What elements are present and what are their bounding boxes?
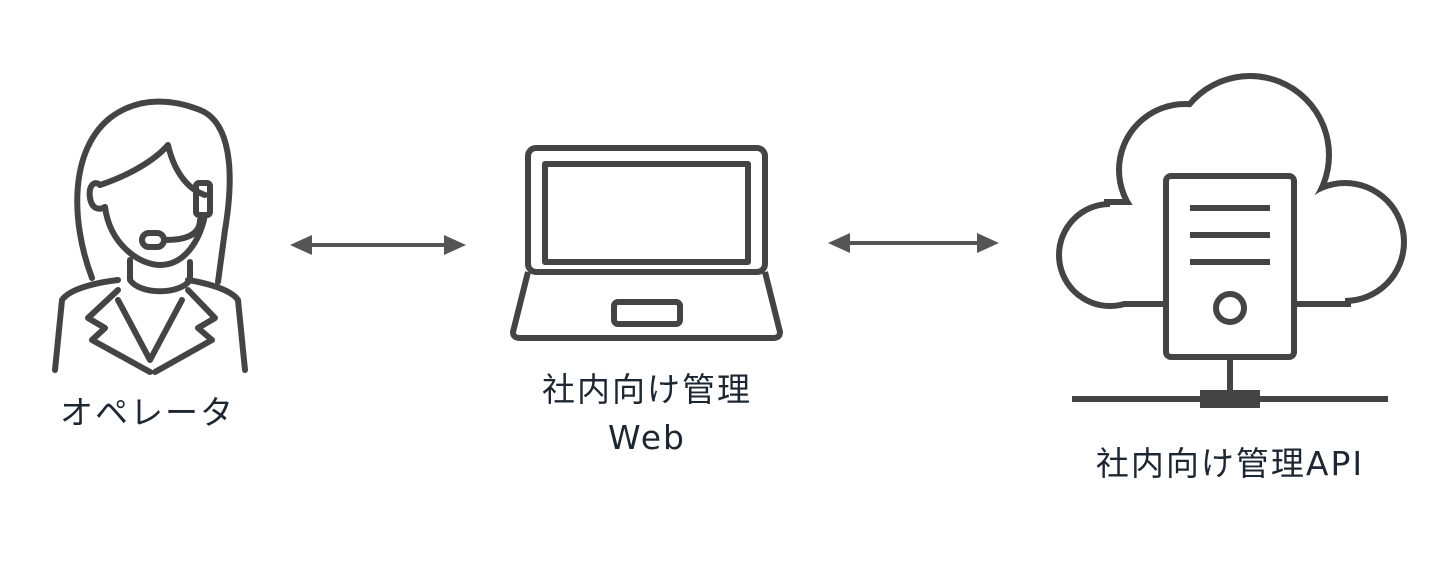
cloud-server-icon xyxy=(1056,73,1407,408)
operator-headset-icon xyxy=(52,98,248,375)
web-label-line1: 社内向け管理 xyxy=(542,370,752,409)
web-label-line2: Web xyxy=(608,418,686,457)
arrow-web-api xyxy=(828,233,999,253)
api-label: 社内向け管理API xyxy=(1095,444,1365,483)
operator-label: オペレータ xyxy=(60,393,235,432)
laptop-icon xyxy=(510,145,783,341)
arrow-operator-web xyxy=(290,235,466,255)
